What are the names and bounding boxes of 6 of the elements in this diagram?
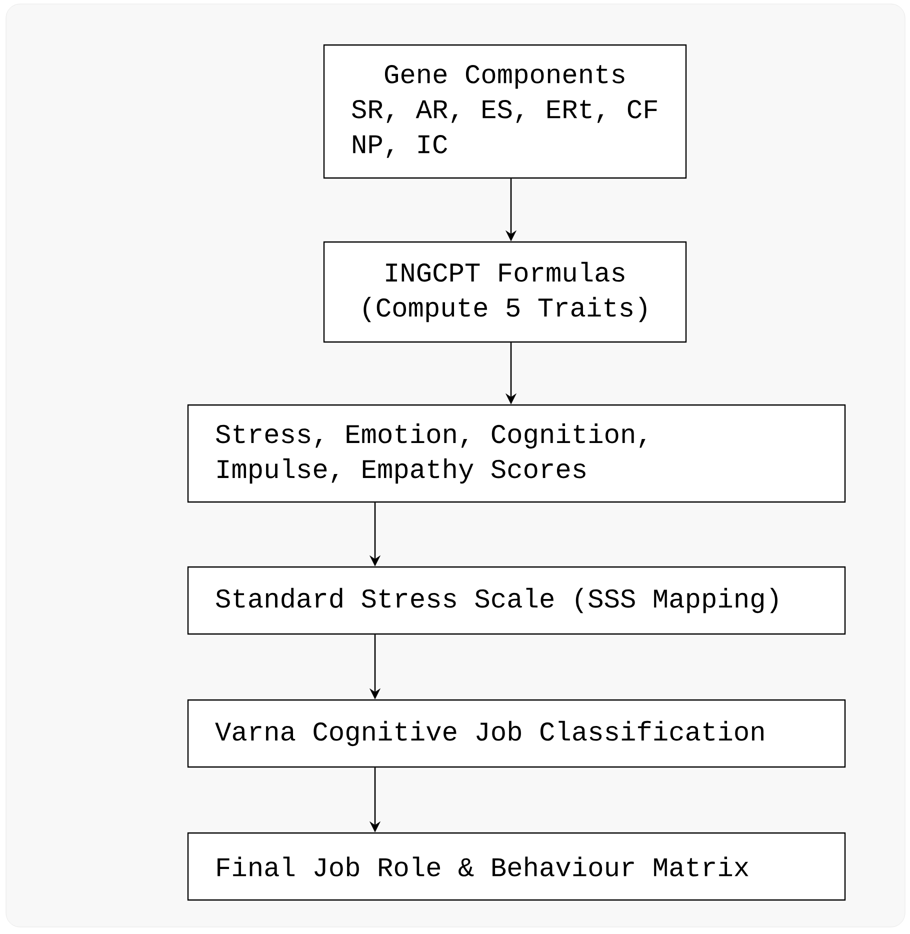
process-box: Gene Components SR, AR, ES, ERt, CF NP, IC (323, 44, 687, 179)
process-box: Final Job Role & Behaviour Matrix (187, 832, 846, 901)
process-box: Varna Cognitive Job Classification (187, 699, 846, 768)
process-box: INGCPT Formulas (Compute 5 Traits) (323, 241, 687, 343)
process-box: Standard Stress Scale (SSS Mapping) (187, 566, 846, 635)
process-box: Stress, Emotion, Cognition, Impulse, Empathy Scores (187, 404, 846, 503)
